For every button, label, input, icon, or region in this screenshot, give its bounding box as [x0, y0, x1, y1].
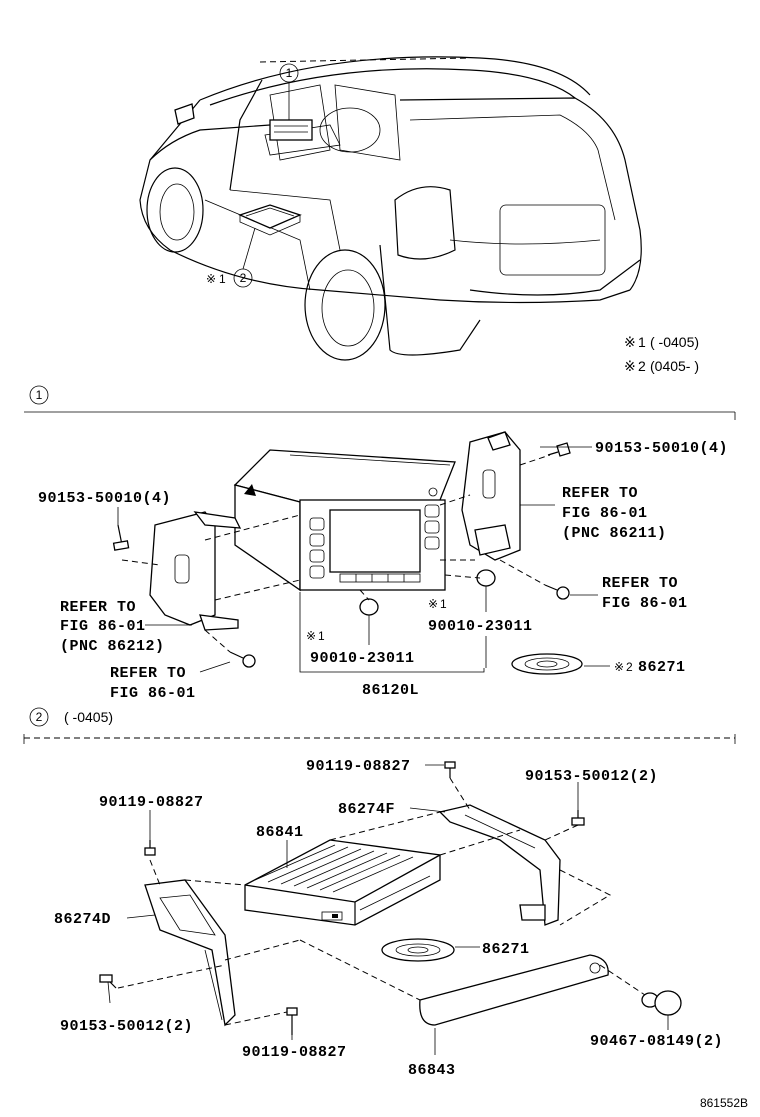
legend-range-1: ( -0405) [650, 334, 699, 350]
screw-bottom-left-90153[interactable] [99, 974, 117, 989]
legend-mark-2: ※ [624, 358, 636, 374]
clip-90467[interactable] [641, 990, 682, 1016]
label-disc-s1: 86271 [638, 659, 686, 676]
disc-86271-s2[interactable] [381, 938, 455, 962]
section1-header: 1 [24, 385, 736, 420]
amplifier-86841[interactable] [244, 839, 441, 926]
label-knob-left: 90010-23011 [310, 650, 415, 667]
screw-top-90119[interactable] [444, 761, 456, 778]
overview-callout-2[interactable]: 2 ※ 1 [206, 227, 256, 288]
label-bolt-right-ref1: REFER TO [602, 575, 678, 592]
screw-right-90153[interactable] [571, 810, 585, 826]
label-disc-mark: ※ [614, 660, 624, 674]
label-main-unit: 86120L [362, 682, 419, 699]
overview-note2-mark: ※ [206, 272, 216, 286]
cover-86843[interactable] [419, 954, 609, 1026]
label-bolt-right-ref2: FIG 86-01 [602, 595, 688, 612]
head-unit-86120L[interactable] [233, 449, 456, 592]
screw-left-90153[interactable] [112, 524, 130, 551]
label-bracket-right: 86274F [338, 801, 395, 818]
label-knob-right: 90010-23011 [428, 618, 533, 635]
legend: ※ 1 ( -0405) ※ 2 (0405- ) [624, 334, 699, 374]
label-bracket-right-ref2: FIG 86-01 [562, 505, 648, 522]
bracket-86274D[interactable] [144, 879, 236, 1027]
svg-text:2: 2 [240, 271, 247, 285]
screw-bottom-mid-90119[interactable] [286, 1007, 298, 1035]
disc-86271-s1[interactable] [511, 653, 610, 675]
bolt-left[interactable] [229, 651, 256, 668]
overview-note2-num: 1 [219, 272, 226, 286]
label-knob-left-note: 1 [318, 629, 325, 643]
bracket-left-86212[interactable] [149, 511, 242, 631]
diagram-id: 861552B [700, 1096, 748, 1110]
legend-mark-1: ※ [624, 334, 636, 350]
svg-text:1: 1 [36, 388, 43, 402]
vehicle-illustration [139, 56, 642, 361]
legend-num-1: 1 [638, 334, 646, 350]
label-screw-left: 90153-50010(4) [38, 490, 171, 507]
svg-text:2: 2 [36, 710, 43, 724]
bracket-86274F[interactable] [438, 804, 561, 926]
label-bracket-right-ref1: REFER TO [562, 485, 638, 502]
section1-labels: 90153-50010(4) 90153-50010(4) REFER TO F… [38, 440, 728, 702]
label-screw-bottom-left: 90153-50012(2) [60, 1018, 193, 1035]
knob-left[interactable] [359, 598, 379, 616]
bolt-right[interactable] [544, 584, 570, 600]
bracket-right-86211[interactable] [461, 431, 521, 561]
section2-header: 2 ( -0405) [23, 707, 736, 744]
section2-range: ( -0405) [64, 709, 113, 725]
label-cover: 86843 [408, 1062, 456, 1079]
label-screw-right: 90153-50010(4) [595, 440, 728, 457]
label-bracket-right-ref3: (PNC 86211) [562, 525, 667, 542]
label-bracket-left-ref1: REFER TO [60, 599, 136, 616]
overview-callout-1[interactable]: 1 [279, 63, 299, 120]
screw-right-90153[interactable] [547, 442, 571, 457]
label-bolt-left-ref1: REFER TO [110, 665, 186, 682]
label-unit: 86841 [256, 824, 304, 841]
label-screw-bottom-mid: 90119-08827 [242, 1044, 347, 1061]
legend-num-2: 2 [638, 358, 646, 374]
label-bracket-left-ref2: FIG 86-01 [60, 618, 146, 635]
label-knob-right-note: 1 [440, 597, 447, 611]
label-clip: 90467-08149(2) [590, 1033, 723, 1050]
label-screw-top: 90119-08827 [306, 758, 411, 775]
label-knob-left-mark: ※ [306, 629, 316, 643]
label-bracket-left: 86274D [54, 911, 111, 928]
label-knob-right-mark: ※ [428, 597, 438, 611]
section1-assembly-lines [121, 454, 551, 653]
section2-labels: 90119-08827 90119-08827 90153-50012(2) 8… [54, 758, 723, 1079]
label-disc-s2: 86271 [482, 941, 530, 958]
section2-leaders [107, 764, 669, 1055]
label-screw-right: 90153-50012(2) [525, 768, 658, 785]
section1-leaders [117, 446, 598, 673]
label-bolt-left-ref2: FIG 86-01 [110, 685, 196, 702]
label-bracket-left-ref3: (PNC 86212) [60, 638, 165, 655]
section2-assembly-lines [117, 777, 646, 1026]
svg-text:1: 1 [286, 66, 293, 80]
legend-range-2: (0405- ) [650, 358, 699, 374]
label-screw-top-left: 90119-08827 [99, 794, 204, 811]
screw-top-left-90119[interactable] [144, 840, 156, 856]
label-disc-note: 2 [626, 660, 633, 674]
